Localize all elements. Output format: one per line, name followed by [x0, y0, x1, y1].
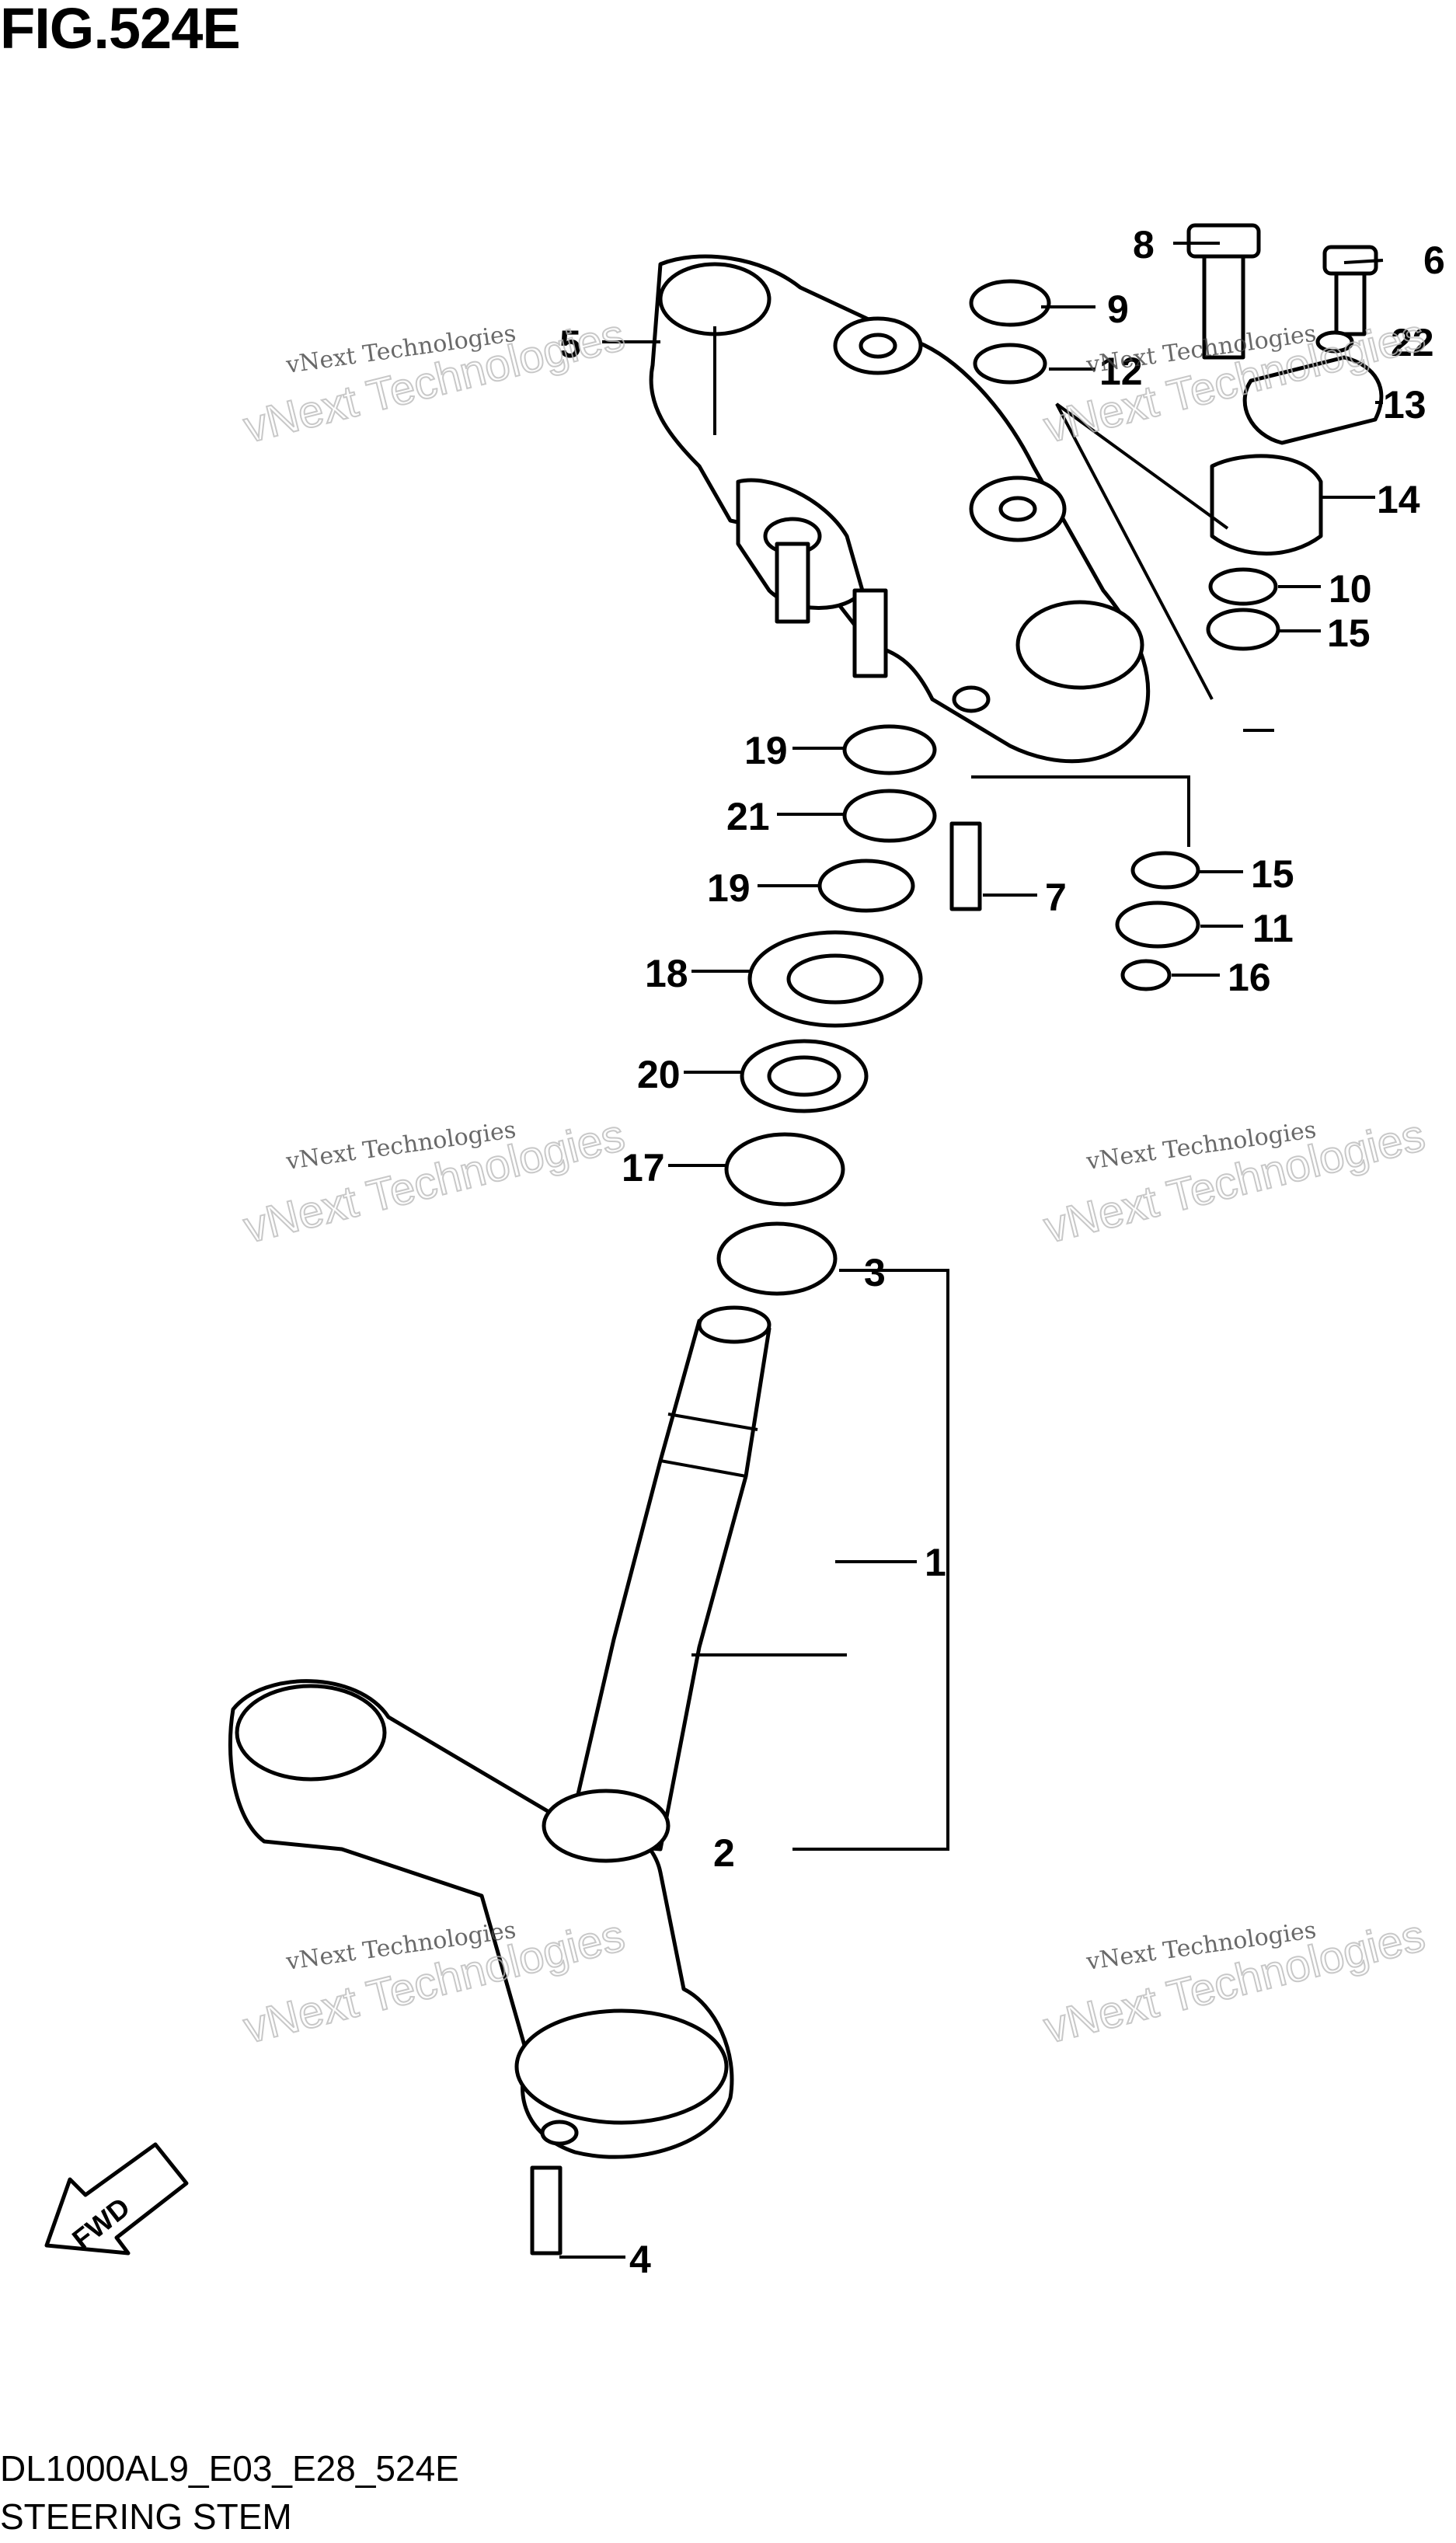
- callout-22: 22: [1391, 321, 1434, 364]
- callout-13: 13: [1383, 383, 1426, 427]
- callout-7: 7: [1045, 876, 1067, 919]
- callout-15-upper: 15: [1327, 611, 1371, 655]
- handlebar-holder-parts: [969, 223, 1384, 651]
- callout-8: 8: [1133, 223, 1155, 266]
- callout-15-lower: 15: [1251, 852, 1294, 896]
- callout-17: 17: [622, 1146, 665, 1190]
- upper-bracket: [649, 254, 1151, 764]
- callout-21: 21: [726, 795, 770, 838]
- callout-3: 3: [864, 1251, 886, 1294]
- lower-bracket: [228, 1679, 734, 2256]
- leader-lines: [559, 242, 1384, 2259]
- callout-18: 18: [645, 952, 688, 995]
- callout-9: 9: [1107, 287, 1129, 331]
- callout-1: 1: [925, 1541, 946, 1584]
- callout-20: 20: [637, 1053, 681, 1096]
- stem-bearing-stack: [716, 724, 1200, 1296]
- callout-4: 4: [629, 2238, 651, 2281]
- callout-19-lower: 19: [707, 866, 751, 910]
- steering-stem-shaft: [565, 1305, 772, 1852]
- callout-labels: 1 2 3 4 5 6 7 8 9 10 11 12 13 14 15 15 1…: [559, 223, 1445, 2281]
- figure-code: DL1000AL9_E03_E28_524E: [0, 2448, 459, 2489]
- figure-title: FIG.524E: [0, 0, 241, 61]
- callout-16: 16: [1228, 956, 1271, 999]
- callout-6: 6: [1423, 239, 1445, 282]
- callout-11: 11: [1252, 907, 1294, 950]
- callout-5: 5: [559, 322, 581, 366]
- figure-name: STEERING STEM: [0, 2496, 292, 2537]
- callout-14: 14: [1377, 478, 1420, 521]
- callout-19-upper: 19: [744, 729, 788, 772]
- callout-10: 10: [1329, 567, 1372, 611]
- callout-2: 2: [713, 1831, 735, 1875]
- fwd-arrow-icon: FWD: [44, 2142, 189, 2256]
- callout-12: 12: [1099, 350, 1143, 393]
